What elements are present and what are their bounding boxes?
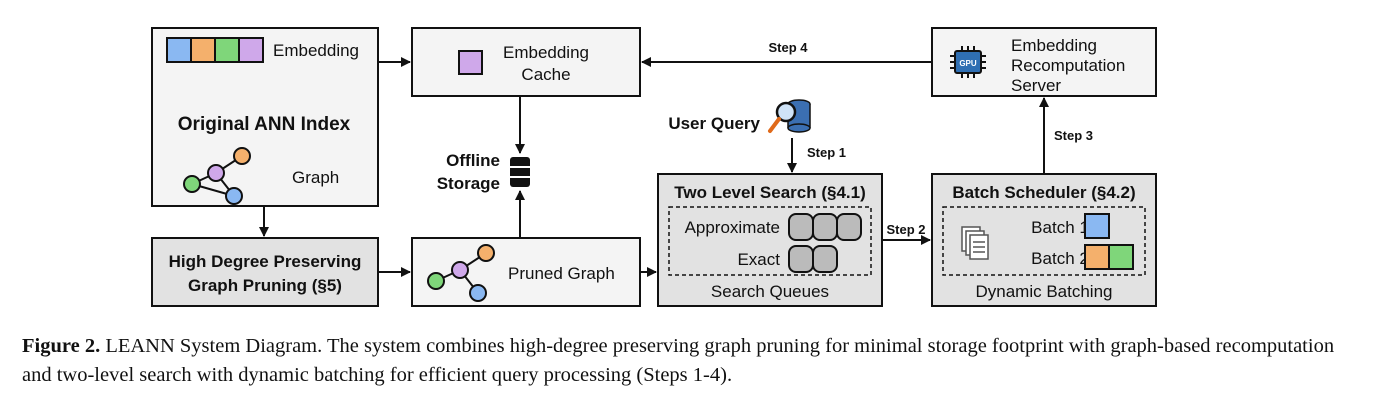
graph-icon bbox=[183, 147, 251, 205]
two-level-search-title: Two Level Search (§4.1) bbox=[674, 183, 865, 202]
user-query: User Query bbox=[668, 99, 811, 133]
pruning-line1: High Degree Preserving bbox=[169, 252, 362, 271]
caption-label: Figure 2. bbox=[22, 335, 101, 357]
server-line2: Recomputation bbox=[1011, 56, 1125, 75]
pruned-graph-box: Pruned Graph bbox=[411, 237, 641, 307]
exact-queue-icon bbox=[788, 245, 838, 273]
approximate-queue-icon bbox=[788, 213, 862, 241]
storage-line2: Storage bbox=[437, 174, 500, 193]
step3-label: Step 3 bbox=[1054, 128, 1093, 143]
server-line1: Embedding bbox=[1011, 36, 1097, 55]
system-diagram: Embedding Original ANN Index Graph High … bbox=[151, 27, 1157, 307]
graph-pruning-box: High Degree Preserving Graph Pruning (§5… bbox=[151, 237, 379, 307]
step1-label: Step 1 bbox=[807, 145, 846, 160]
pruning-line2: Graph Pruning (§5) bbox=[188, 276, 342, 295]
ann-index-box: Embedding Original ANN Index Graph bbox=[151, 27, 379, 207]
batch1-label: Batch 1 bbox=[1031, 218, 1089, 237]
server-line3: Server bbox=[1011, 76, 1061, 95]
caption-text: LEANN System Diagram. The system combine… bbox=[22, 335, 1335, 386]
batch1-block bbox=[1084, 213, 1110, 239]
ann-index-title: Original ANN Index bbox=[178, 114, 351, 135]
storage-line1: Offline bbox=[446, 151, 500, 170]
cache-line2: Cache bbox=[521, 65, 570, 84]
cached-embedding-icon bbox=[458, 50, 483, 75]
figure-caption: Figure 2. LEANN System Diagram. The syst… bbox=[22, 332, 1362, 390]
step4-label: Step 4 bbox=[768, 40, 808, 55]
approximate-label: Approximate bbox=[685, 218, 780, 237]
database-icon bbox=[510, 157, 530, 187]
step2-label: Step 2 bbox=[886, 222, 925, 237]
gpu-chip-label: GPU bbox=[959, 59, 977, 68]
pruned-graph-icon bbox=[427, 244, 495, 302]
batch2-label: Batch 2 bbox=[1031, 249, 1089, 268]
batch-scheduler-box: Batch Scheduler (§4.2) Batch 1 Batch 2 D… bbox=[931, 173, 1157, 307]
embedding-label: Embedding bbox=[273, 41, 359, 60]
document-stack-icon bbox=[961, 226, 989, 260]
batch-scheduler-title: Batch Scheduler (§4.2) bbox=[952, 183, 1135, 202]
graph-label: Graph bbox=[292, 168, 339, 187]
recomputation-server-box: GPU Embedding Recomputation Server bbox=[931, 27, 1157, 97]
embedding-vector-icon bbox=[166, 37, 264, 63]
exact-label: Exact bbox=[737, 250, 780, 269]
embedding-cache-box: Embedding Cache bbox=[411, 27, 641, 97]
cache-line1: Embedding bbox=[503, 43, 589, 62]
gpu-chip-icon: GPU bbox=[950, 46, 986, 78]
batch2-block-b bbox=[1108, 244, 1134, 270]
user-query-label: User Query bbox=[668, 114, 760, 133]
pruned-graph-label: Pruned Graph bbox=[508, 264, 615, 283]
search-queues-label: Search Queues bbox=[711, 282, 829, 301]
two-level-search-box: Two Level Search (§4.1) Approximate Exac… bbox=[657, 173, 883, 307]
query-search-icon bbox=[768, 99, 811, 133]
dynamic-batching-label: Dynamic Batching bbox=[975, 282, 1112, 301]
offline-storage: Offline Storage bbox=[437, 151, 530, 193]
batch2-block-a bbox=[1084, 244, 1110, 270]
